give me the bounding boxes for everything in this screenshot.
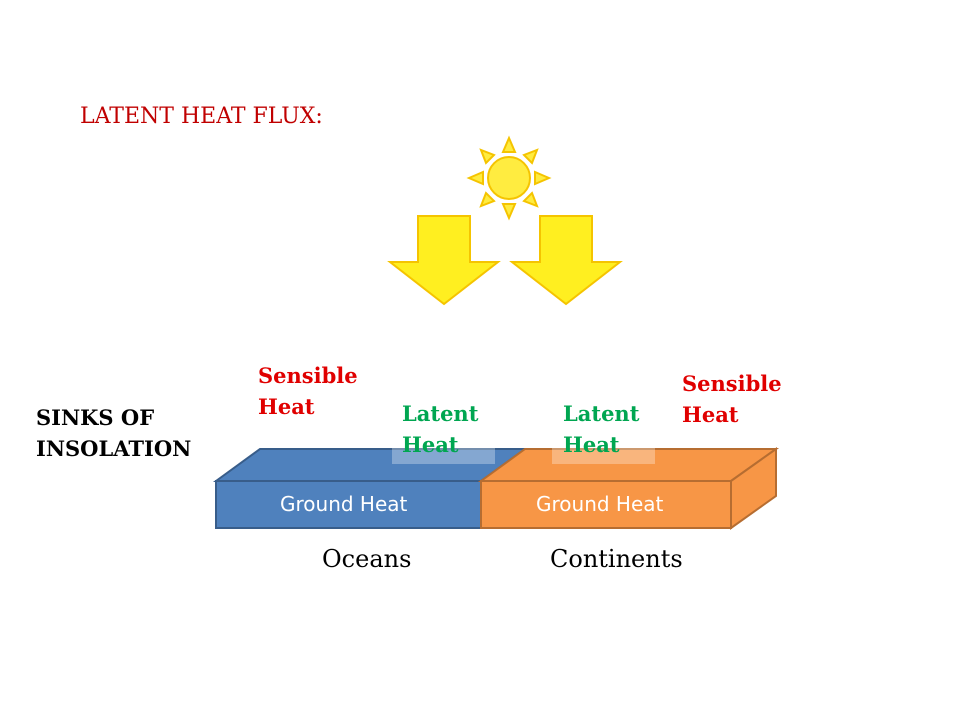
sinks-label-line2: INSOLATION bbox=[36, 436, 192, 461]
latent-heat-oceans-line2: Heat bbox=[402, 432, 459, 457]
sensible-heat-continents: Sensible Heat bbox=[682, 368, 782, 430]
ocean-slab bbox=[212, 448, 529, 529]
sensible-heat-continents-line1: Sensible bbox=[682, 371, 782, 396]
latent-heat-patch-continents bbox=[552, 446, 655, 464]
continent-slab bbox=[477, 447, 780, 530]
sensible-heat-oceans: Sensible Heat bbox=[258, 360, 358, 422]
latent-heat-continents-line1: Latent bbox=[563, 401, 640, 426]
sinks-of-insolation-label: SINKS OF INSOLATION bbox=[36, 402, 191, 464]
down-arrow-icon bbox=[387, 215, 501, 306]
down-arrow-icon bbox=[509, 215, 623, 306]
sensible-heat-continents-line2: Heat bbox=[682, 402, 739, 427]
continents-label: Continents bbox=[550, 545, 683, 573]
oceans-label: Oceans bbox=[322, 545, 412, 573]
latent-heat-continents-line2: Heat bbox=[563, 432, 620, 457]
latent-heat-patch-oceans bbox=[392, 446, 495, 464]
latent-heat-oceans: Latent Heat bbox=[402, 398, 478, 460]
sinks-label-line1: SINKS OF bbox=[36, 405, 155, 430]
ground-heat-continents: Ground Heat bbox=[536, 492, 664, 516]
sensible-heat-oceans-line1: Sensible bbox=[258, 363, 358, 388]
ground-heat-oceans: Ground Heat bbox=[280, 492, 408, 516]
page-title: LATENT HEAT FLUX: bbox=[80, 104, 323, 129]
latent-heat-oceans-line1: Latent bbox=[402, 401, 479, 426]
latent-heat-continents: Latent Heat bbox=[563, 398, 639, 460]
sun-icon bbox=[466, 135, 552, 221]
sensible-heat-oceans-line2: Heat bbox=[258, 394, 315, 419]
